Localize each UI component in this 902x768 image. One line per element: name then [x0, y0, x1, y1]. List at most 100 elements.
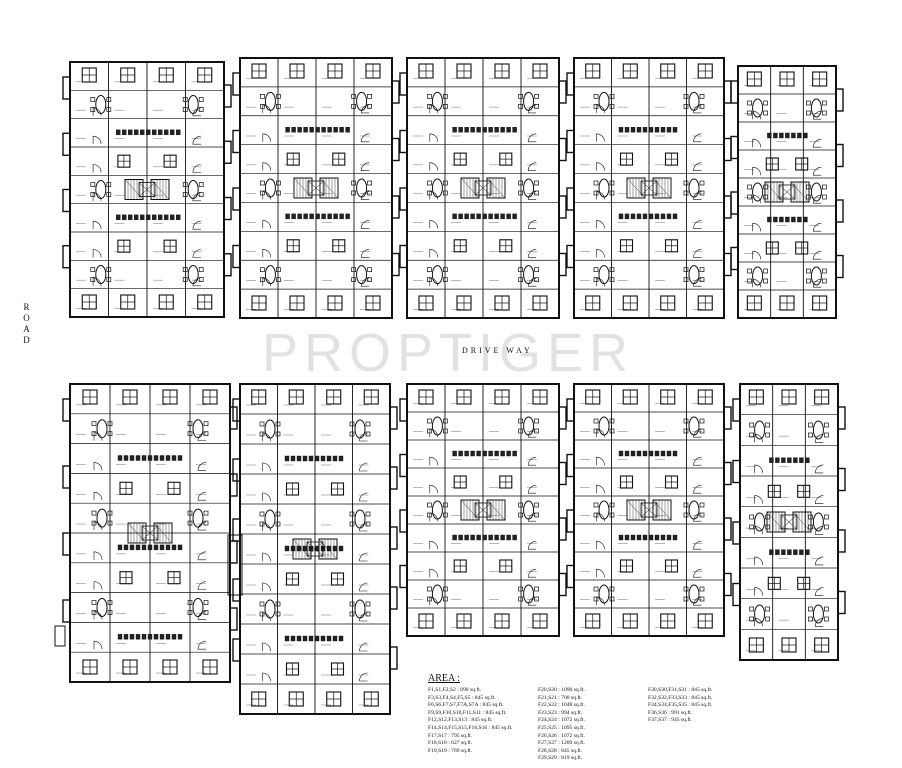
door-swing — [752, 222, 761, 232]
dining-chair — [367, 190, 372, 196]
kitchen-fixture — [488, 534, 493, 541]
dining-chair — [518, 586, 523, 592]
balcony — [232, 129, 241, 154]
door-swing — [429, 249, 439, 258]
kitchen-fixture — [648, 534, 654, 541]
dining-chair — [276, 180, 281, 186]
dining-chair — [182, 267, 188, 272]
kitchen-fixture — [332, 545, 338, 552]
dining-chair — [367, 267, 372, 273]
door-swing — [752, 138, 761, 148]
area-legend-entry: F22,S22 : 1048 sq.ft. — [538, 702, 585, 709]
balcony — [723, 252, 732, 277]
kitchen-fixture — [464, 450, 469, 457]
balcony — [566, 453, 575, 478]
kitchen-fixture — [153, 634, 159, 640]
dining-table — [523, 265, 535, 285]
kitchen-fixture — [320, 635, 326, 642]
kitchen-fixture — [787, 457, 792, 463]
dining-chair — [518, 180, 523, 186]
kitchen-fixture — [333, 213, 338, 220]
kitchen-fixture — [470, 450, 475, 457]
kitchen-fixture — [781, 457, 786, 463]
balcony — [391, 137, 400, 162]
kitchen-fixture — [153, 544, 159, 551]
dining-chair — [763, 194, 768, 200]
kitchen-fixture — [302, 455, 308, 462]
kitchen-fixture — [630, 534, 636, 541]
dining-table — [752, 98, 764, 118]
kitchen-fixture — [315, 213, 320, 220]
door-swing — [752, 194, 761, 204]
door-swing — [693, 277, 702, 287]
balcony — [399, 187, 408, 211]
kitchen-fixture — [326, 455, 332, 462]
dining-chair — [534, 103, 539, 109]
door-swing — [197, 581, 207, 590]
door-swing — [429, 428, 439, 438]
dining-chair — [259, 421, 265, 427]
door-swing — [93, 521, 103, 531]
kitchen-fixture — [458, 450, 463, 457]
kitchen-fixture — [666, 127, 672, 133]
door-swing — [527, 568, 537, 578]
kitchen-fixture — [121, 214, 127, 221]
dining-chair — [683, 103, 689, 109]
door-swing — [429, 540, 439, 550]
dining-chair — [822, 194, 827, 200]
kitchen-fixture — [624, 213, 630, 220]
dining-table — [688, 91, 700, 111]
dining-chair — [749, 616, 754, 622]
dining-table — [688, 416, 700, 436]
dining-chair — [260, 93, 265, 99]
door-swing — [360, 104, 370, 114]
area-legend-entry: F28,S28 : 845 sq.ft. — [538, 747, 583, 754]
dining-table — [688, 265, 700, 285]
door-swing — [754, 587, 763, 596]
dining-chair — [824, 606, 829, 612]
lift — [141, 525, 159, 541]
dining-table — [754, 604, 766, 624]
area-legend-entry: F24,S24 : 1072 sq.ft. — [538, 717, 585, 724]
dining-chair — [351, 93, 356, 99]
door-swing — [693, 484, 702, 494]
dining-chair — [824, 432, 829, 438]
dining-chair — [349, 421, 355, 427]
kitchen-fixture — [660, 450, 666, 457]
area-legend-entry: F1,S1,F2,S2 : 890 sq.ft. — [428, 687, 482, 693]
balcony — [732, 398, 741, 422]
door-swing — [429, 133, 439, 142]
dining-chair — [609, 418, 615, 424]
kitchen-fixture — [296, 455, 302, 462]
dining-table — [752, 266, 764, 286]
kitchen-fixture — [115, 214, 121, 221]
dining-table — [523, 500, 535, 520]
dining-chair — [365, 431, 371, 437]
door-swing — [359, 612, 368, 622]
kitchen-fixture — [296, 635, 302, 642]
dining-chair — [182, 97, 188, 102]
kitchen-fixture — [666, 534, 672, 541]
kitchen-fixture — [145, 214, 151, 221]
dining-chair — [107, 421, 113, 427]
balcony — [223, 84, 232, 108]
dining-chair — [747, 184, 752, 190]
kitchen-fixture — [630, 127, 636, 133]
dining-chair — [107, 610, 113, 615]
balcony — [62, 465, 71, 489]
dining-table — [264, 91, 276, 111]
dining-chair — [106, 107, 112, 112]
dining-chair — [259, 611, 265, 617]
dining-chair — [365, 521, 371, 527]
kitchen-fixture — [636, 127, 642, 133]
lift — [640, 502, 658, 518]
dining-chair — [683, 586, 689, 592]
balcony — [232, 638, 241, 662]
dining-chair — [518, 93, 523, 99]
dining-chair — [822, 184, 827, 190]
dining-table — [431, 265, 443, 285]
door-swing — [192, 220, 201, 230]
kitchen-fixture — [775, 457, 780, 463]
door-swing — [596, 428, 605, 438]
kitchen-fixture — [151, 214, 157, 221]
